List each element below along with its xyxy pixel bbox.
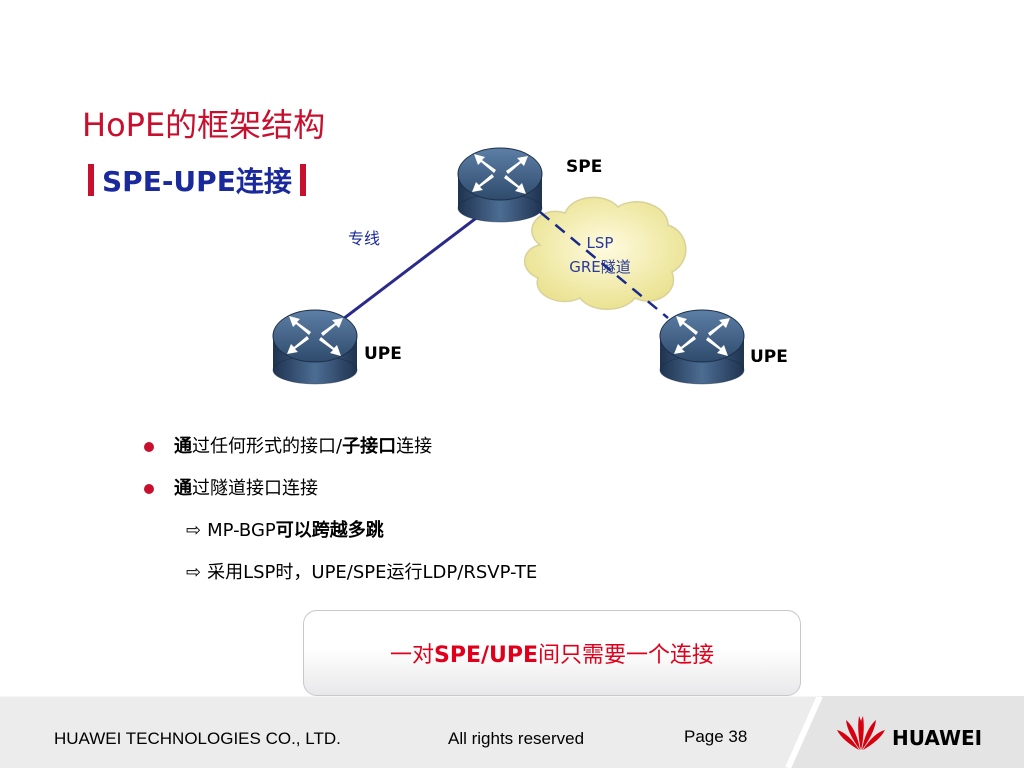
bullet-item-tunnel: 通过隧道接口连接 (140, 474, 537, 516)
node-label-upe-right: UPE (750, 347, 788, 367)
arrow-right-icon: ⇨ (186, 520, 202, 541)
bullet-bold: 通 (174, 478, 192, 499)
link-label-dedicated: 专线 (348, 229, 380, 248)
heading-bar-right (299, 164, 306, 196)
sub-bullet-mpbgp: ⇨MP-BGP可以跨越多跳 (186, 520, 384, 541)
footer-page-number: Page 38 (684, 727, 748, 746)
arrow-right-icon: ⇨ (186, 562, 202, 583)
dedicated-line (317, 198, 501, 340)
footer-company: HUAWEI TECHNOLOGIES CO., LTD. (54, 729, 341, 748)
huawei-logo-text: HUAWEI (892, 726, 983, 750)
callout-text: 一对SPE/UPE间只需要一个连接 (389, 643, 715, 668)
cloud-label-lsp: LSP (587, 234, 614, 252)
bullet-item-interface: 通过任何形式的接口/子接口连接 (140, 432, 537, 474)
cloud (524, 196, 687, 310)
bullet-list: 通过任何形式的接口/子接口连接 通过隧道接口连接 ⇨MP-BGP可以跨越多跳 ⇨… (140, 432, 537, 600)
router-icon-upe-left (272, 309, 358, 385)
section-heading: SPE-UPE连接 (88, 158, 306, 202)
huawei-logo-icon (837, 716, 885, 750)
bullet-dot-icon (144, 484, 154, 494)
section-heading-text: SPE-UPE连接 (102, 165, 292, 198)
node-label-upe-left: UPE (364, 344, 402, 364)
router-icon-upe-right (659, 309, 745, 385)
heading-bar-left (88, 164, 94, 196)
node-label-spe: SPE (566, 157, 602, 177)
sub-bullet-lsp: ⇨采用LSP时，UPE/SPE运行LDP/RSVP-TE (186, 562, 538, 583)
callout-box: 一对SPE/UPE间只需要一个连接 (303, 610, 801, 696)
bullet-dot-icon (144, 442, 154, 452)
bullet-bold: 通 (174, 436, 192, 457)
router-icon-spe (457, 147, 543, 223)
slide-title: HoPE的框架结构 (82, 106, 326, 144)
footer: HUAWEI TECHNOLOGIES CO., LTD. All rights… (0, 696, 1024, 768)
footer-background (0, 696, 1024, 768)
footer-rights: All rights reserved (448, 729, 585, 748)
cloud-label-gre: GRE隧道 (569, 258, 631, 276)
tunnel-dashed-line (539, 211, 669, 319)
